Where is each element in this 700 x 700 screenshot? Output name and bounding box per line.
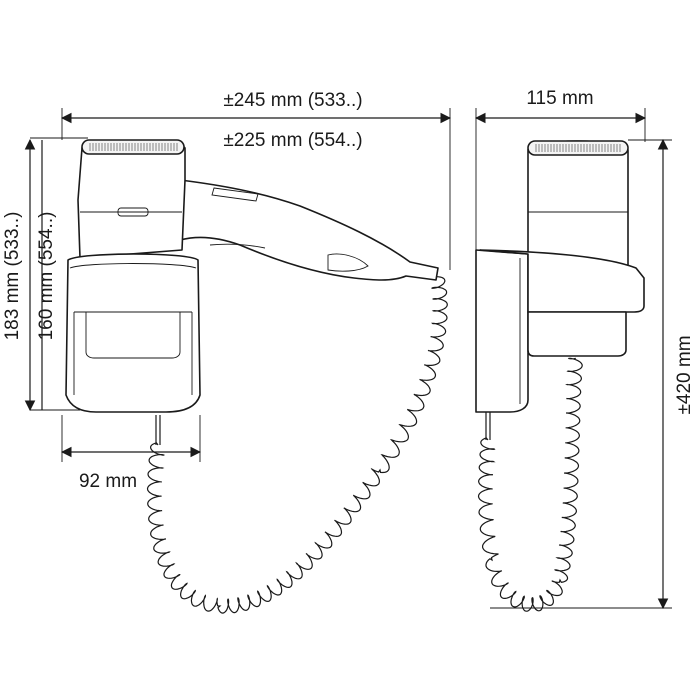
wall-holder-front xyxy=(65,253,201,413)
dryer-body-front xyxy=(77,139,186,259)
label-width-body: ±225 mm (554..) xyxy=(223,130,362,151)
dryer-nozzle-grill xyxy=(81,139,185,155)
wall-holder-side xyxy=(479,249,645,313)
handle-button xyxy=(211,187,259,202)
dryer-body-side xyxy=(527,140,629,271)
dimension-labels: ±245 mm (533..) ±225 mm (554..) 115 mm 1… xyxy=(2,88,695,492)
label-depth: 115 mm xyxy=(526,88,593,109)
label-cord-length: ±420 mm xyxy=(674,335,695,414)
handle-ridge xyxy=(209,243,266,249)
side-grill-lines xyxy=(535,144,621,152)
label-holder-width: 92 mm xyxy=(79,471,137,492)
coiled-cord-front xyxy=(146,275,448,614)
holder-rim xyxy=(69,263,197,269)
dimension-lines xyxy=(24,108,672,610)
side-view xyxy=(475,140,645,612)
cord-plug-side xyxy=(485,412,491,440)
handle-grip-mark xyxy=(327,253,369,272)
front-view xyxy=(65,139,448,614)
coiled-cord-side xyxy=(477,357,583,612)
dryer-handle xyxy=(179,179,439,281)
label-height-b: 160 mm (554..) xyxy=(36,212,57,341)
label-height-a: 183 mm (533..) xyxy=(2,212,23,341)
cord-plug-front xyxy=(155,415,161,445)
extension-lines xyxy=(30,108,672,609)
holder-window xyxy=(85,311,181,359)
nozzle-grill-lines xyxy=(89,143,178,151)
wall-plate-side xyxy=(475,249,529,413)
holder-cup-side xyxy=(527,311,627,357)
holder-lower-panel xyxy=(73,311,193,395)
dryer-switch xyxy=(117,207,149,217)
label-width-total: ±245 mm (533..) xyxy=(223,90,362,111)
